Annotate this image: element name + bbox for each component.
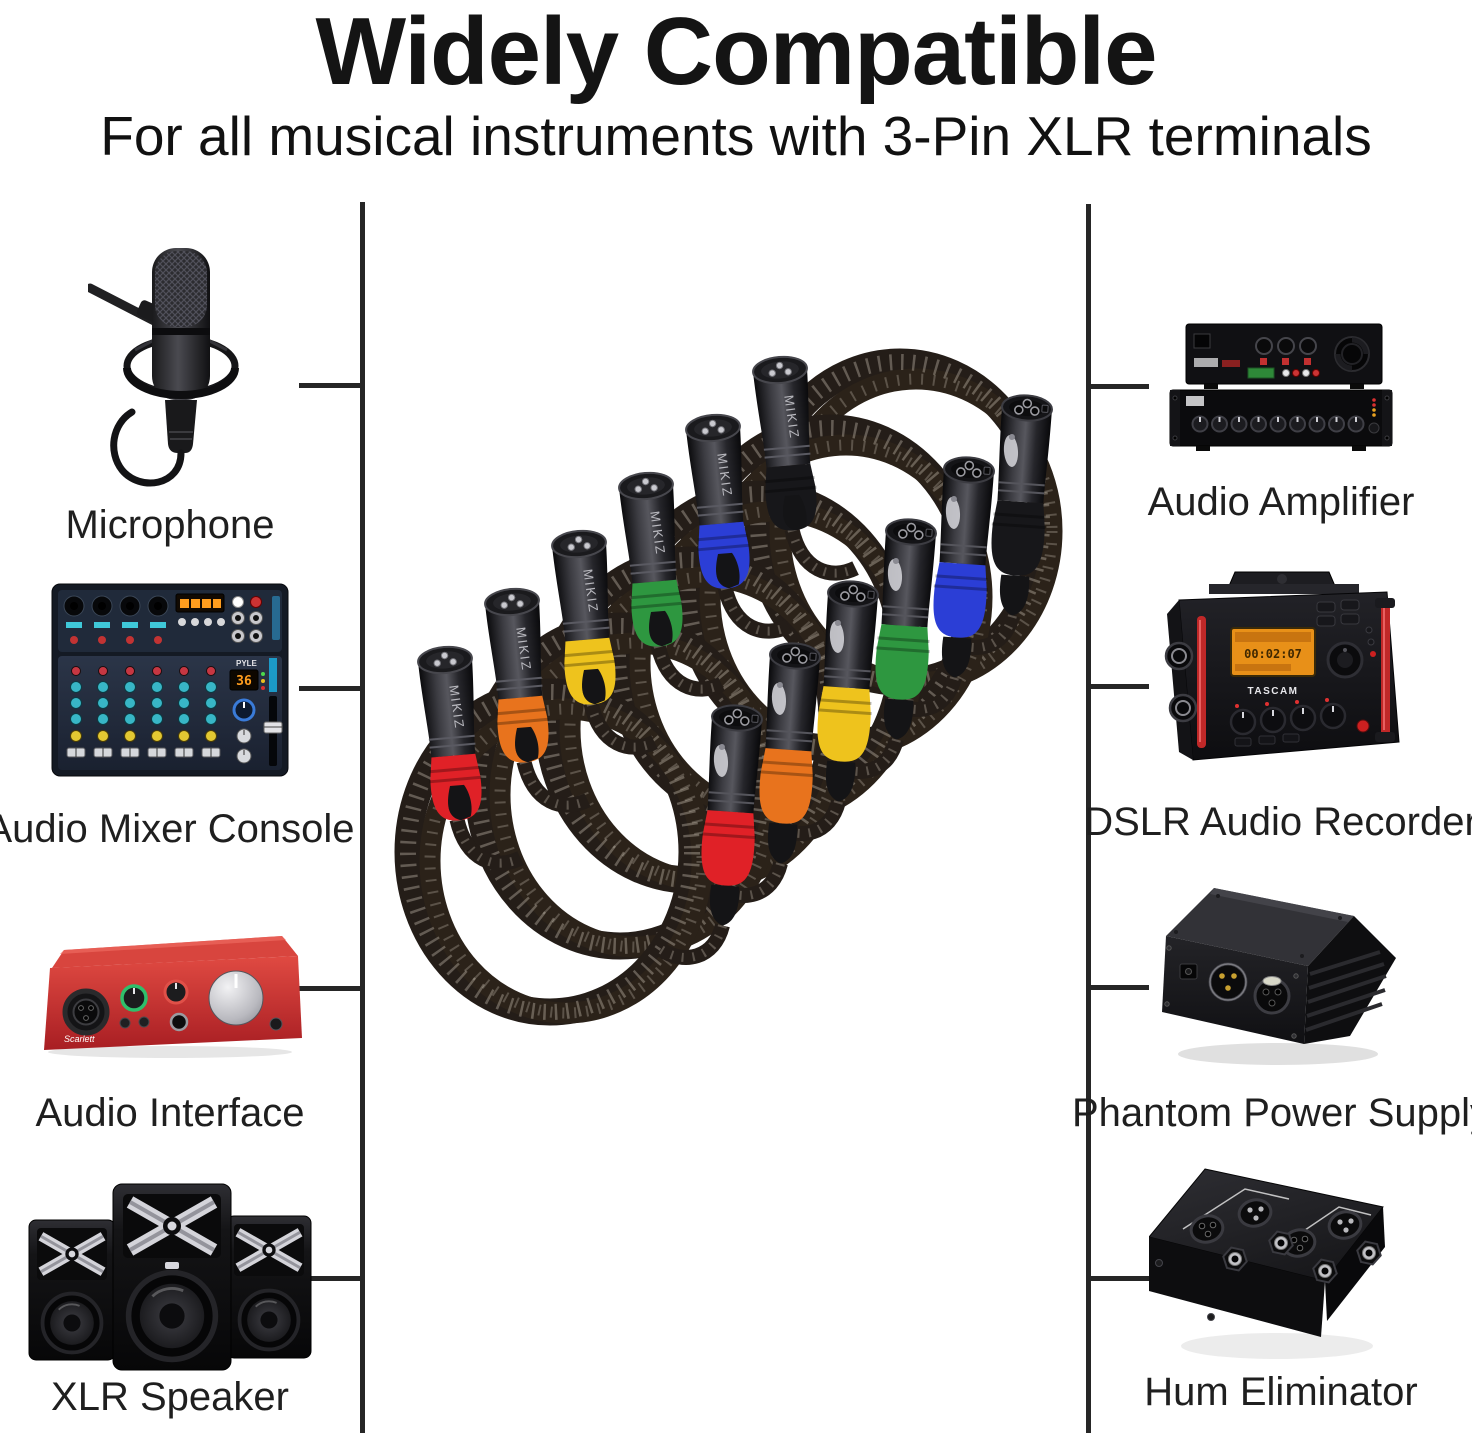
device-dslr-audio-recorder: 00:02:07 TASCAM DSLR Audio Recorder xyxy=(1084,570,1472,845)
device-label-audio-amplifier: Audio Amplifier xyxy=(1147,480,1415,524)
interface-brand-text: Scarlett xyxy=(64,1034,95,1044)
device-label-hum-eliminator: Hum Eliminator xyxy=(1144,1370,1418,1414)
device-label-audio-interface: Audio Interface xyxy=(35,1091,305,1135)
audio-amplifier-image xyxy=(1169,323,1393,451)
recorder-screen-text: 00:02:07 xyxy=(1244,647,1302,661)
recorder-brand-text: TASCAM xyxy=(1247,686,1298,697)
device-hum-eliminator: Hum Eliminator xyxy=(1090,1145,1472,1415)
xlr-speaker-image xyxy=(28,1183,312,1371)
device-microphone: Microphone xyxy=(0,240,340,548)
device-audio-amplifier: Audio Amplifier xyxy=(1090,318,1472,525)
page-subtitle: For all musical instruments with 3-Pin X… xyxy=(100,104,1372,167)
right-connector-line xyxy=(1086,204,1091,1433)
tick-phantom-power-supply xyxy=(1086,985,1149,990)
xlr-cables-illustration: MIKIZ xyxy=(385,325,1075,1085)
device-xlr-speaker: XLR Speaker xyxy=(0,1182,340,1420)
device-label-dslr-audio-recorder: DSLR Audio Recorder xyxy=(1084,800,1472,844)
device-phantom-power-supply: Phantom Power Supply xyxy=(1072,872,1472,1136)
hum-eliminator-image xyxy=(1148,1168,1385,1359)
device-label-xlr-speaker: XLR Speaker xyxy=(51,1375,289,1419)
dslr-audio-recorder-image: 00:02:07 TASCAM xyxy=(1164,571,1400,761)
device-label-microphone: Microphone xyxy=(65,503,275,547)
device-label-audio-mixer-console: Audio Mixer Console xyxy=(0,807,355,851)
device-label-phantom-power-supply: Phantom Power Supply xyxy=(1072,1091,1472,1135)
phantom-power-supply-image xyxy=(1162,888,1396,1065)
tick-audio-interface xyxy=(299,986,362,991)
tick-hum-eliminator xyxy=(1086,1276,1149,1281)
tick-audio-amplifier xyxy=(1086,384,1149,389)
device-audio-mixer-console: PYLE 36 Audio Mixer Console xyxy=(0,570,355,852)
mixer-display-value: 36 xyxy=(236,674,252,689)
left-connector-line xyxy=(360,202,365,1433)
tick-microphone xyxy=(299,383,362,388)
header: Widely Compatible For all musical instru… xyxy=(0,0,1472,167)
page-title: Widely Compatible xyxy=(315,0,1158,105)
tick-audio-mixer-console xyxy=(299,686,362,691)
tick-dslr-audio-recorder xyxy=(1086,684,1149,689)
mixer-brand-text: PYLE xyxy=(236,659,258,668)
microphone-image xyxy=(87,248,239,487)
audio-mixer-console-image: PYLE 36 xyxy=(51,583,289,777)
xlr-cables-product-image: MIKIZ xyxy=(385,325,1075,1085)
device-audio-interface: Scarlett Audio Interface xyxy=(0,926,340,1136)
audio-interface-image: Scarlett xyxy=(44,936,302,1058)
tick-xlr-speaker xyxy=(299,1276,362,1281)
